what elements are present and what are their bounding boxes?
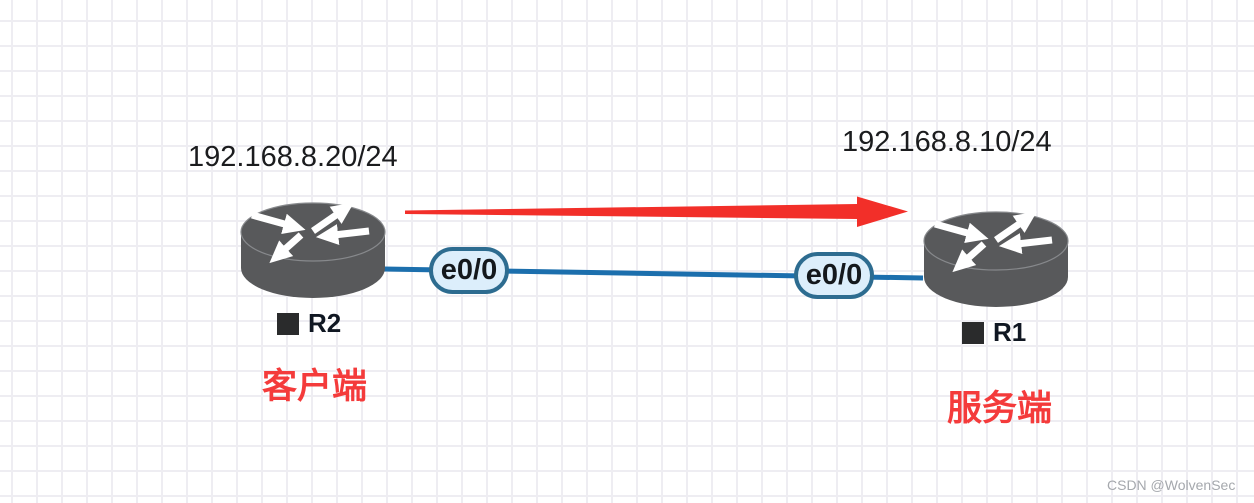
node-label-text: R1 [993,317,1027,347]
ip-label-r2: 192.168.8.20/24 [188,141,398,173]
ip-label-r1: 192.168.8.10/24 [842,126,1052,158]
node-marker-icon [962,321,984,344]
router-icon-r1 [924,212,1068,307]
traffic-direction-arrow [405,196,908,227]
port-label-r1-e0-0: e0/0 [794,252,874,299]
watermark-text: CSDN @WolvenSec [1107,477,1236,493]
node-label-r1: R1 [962,317,1026,348]
node-label-r2: R2 [277,308,341,339]
node-label-text: R2 [308,308,342,338]
role-annotation-server: 服务端 [947,389,1053,428]
role-annotation-client: 客户端 [262,367,368,406]
port-label-r2-e0-0: e0/0 [429,247,509,294]
router-icon-r2 [241,203,385,298]
node-marker-icon [277,312,299,335]
